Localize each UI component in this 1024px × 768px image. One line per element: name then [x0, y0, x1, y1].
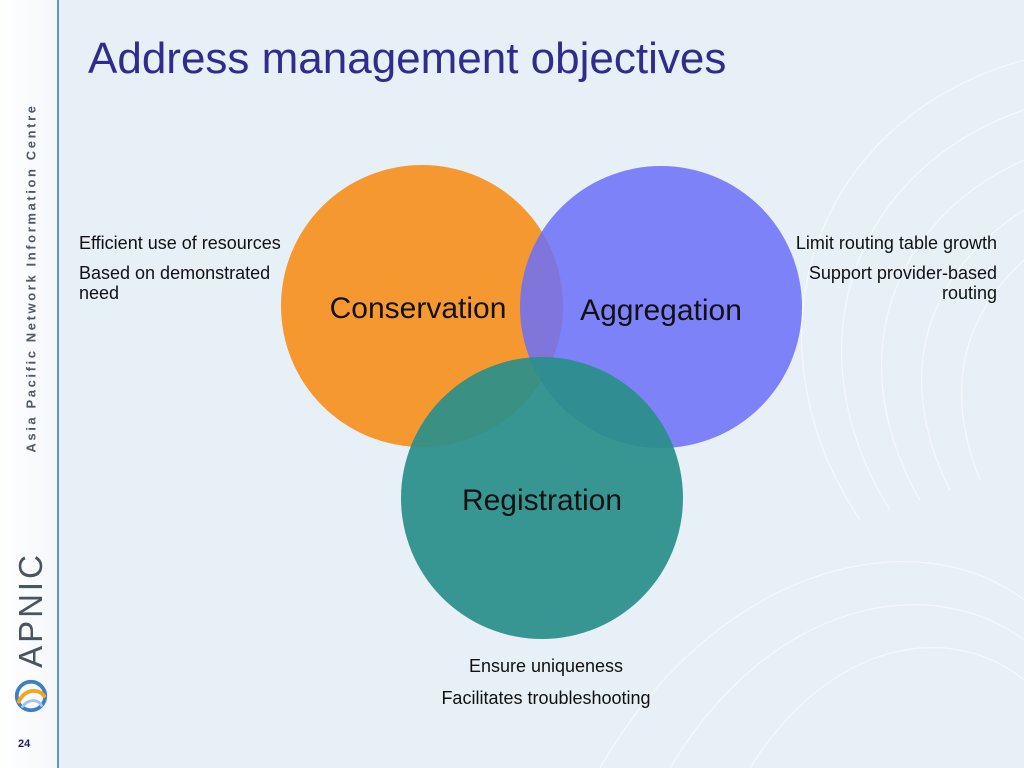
aggregation-note: Support provider-based routing	[808, 263, 997, 303]
background-swirl	[599, 59, 1024, 768]
aggregation-label: Aggregation	[580, 294, 742, 327]
registration-notes: Ensure uniqueness Facilitates troublesho…	[400, 656, 692, 720]
registration-note: Facilitates troubleshooting	[441, 688, 651, 708]
conservation-note: Based on demonstrated need	[79, 263, 271, 303]
slide-title: Address management objectives	[88, 34, 727, 83]
aggregation-notes: Limit routing table growth Support provi…	[790, 233, 997, 313]
conservation-notes: Efficient use of resources Based on demo…	[79, 233, 289, 313]
aggregation-note: Limit routing table growth	[795, 233, 997, 253]
conservation-note: Efficient use of resources	[79, 233, 281, 253]
registration-note: Ensure uniqueness	[468, 656, 624, 676]
page-number: 24	[18, 738, 31, 750]
conservation-label: Conservation	[330, 292, 507, 325]
apnic-swirl-icon	[14, 679, 48, 713]
registration-circle	[401, 357, 683, 639]
registration-label: Registration	[462, 484, 622, 517]
left-branding-band: Asia Pacific Network Information Centre …	[0, 0, 59, 768]
